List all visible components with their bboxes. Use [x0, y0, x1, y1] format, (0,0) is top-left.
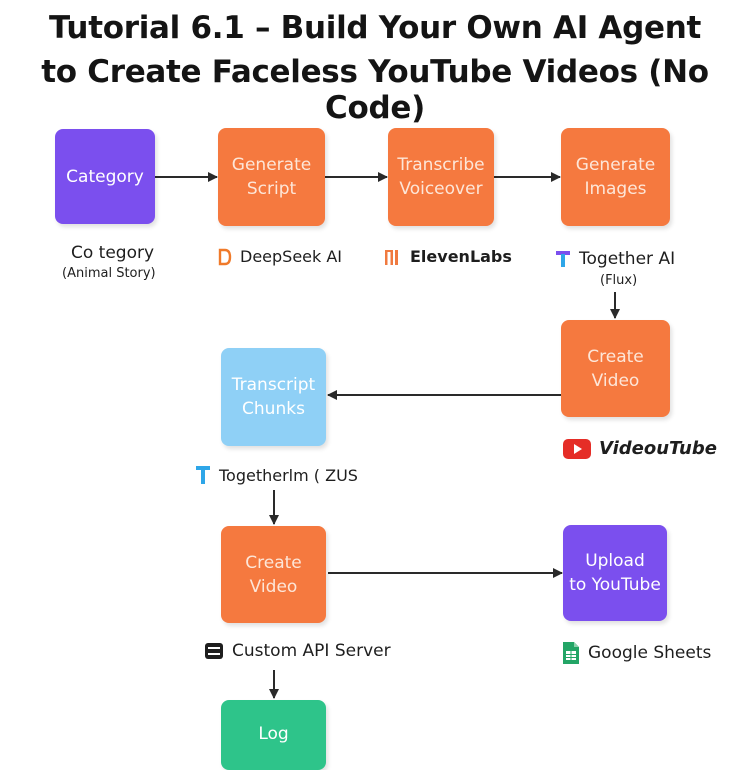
tool-elevenlabs: ElevenLabs [384, 247, 512, 266]
node-transcript-chunks-line1: Transcript [231, 375, 316, 395]
category-subcaption: (Animal Story) [62, 266, 156, 281]
page-subtitle: to Create Faceless YouTube Videos (No Co… [41, 54, 709, 126]
tool-google-sheets: Google Sheets [562, 641, 711, 665]
node-category: Category [55, 129, 155, 224]
node-generate-images-line2: Images [584, 179, 647, 199]
tool-deepseek: DeepSeek AI [218, 247, 342, 266]
tool-deepseek-label: DeepSeek AI [240, 247, 343, 266]
deepseek-logo-icon [218, 248, 232, 266]
node-upload-line2: to YouTube [569, 575, 661, 595]
node-category-label: Category [66, 166, 144, 187]
node-transcript-chunks: Transcript Chunks [221, 348, 326, 446]
tool-together-ai: Together AI [555, 249, 675, 269]
node-log-label: Log [258, 724, 289, 744]
node-transcribe-line2: Voiceover [399, 179, 483, 199]
tool-together-chunks: Togetherlm ( ZUS [195, 465, 358, 485]
category-caption: Co tegory [71, 243, 155, 263]
node-create-video-top-line1: Create [587, 346, 644, 367]
node-create-video-bottom-line2: Video [249, 576, 298, 597]
tool-youtube-label: VideouTube [599, 438, 717, 459]
node-create-video-bottom-line1: Create [245, 552, 302, 573]
tool-custom-api: Custom API Server [204, 641, 391, 661]
google-sheets-icon [562, 641, 580, 665]
server-icon [204, 642, 224, 660]
node-create-video-top-line2: Video [591, 370, 640, 391]
node-generate-script-line2: Script [246, 179, 297, 199]
node-generate-images: Generate Images [561, 128, 670, 226]
node-generate-script-line1: Generate [231, 155, 312, 175]
node-transcript-chunks-line2: Chunks [242, 399, 305, 419]
node-log: Log [221, 700, 326, 770]
node-create-video-top: Create Video [561, 320, 670, 417]
tool-google-sheets-label: Google Sheets [588, 643, 712, 663]
node-create-video-bottom: Create Video [221, 526, 326, 623]
tool-youtube: VideouTube [563, 438, 717, 459]
node-transcribe-voiceover: Transcribe Voiceover [388, 128, 494, 226]
tool-together-ai-label: Together AI [579, 249, 676, 269]
tool-custom-api-label: Custom API Server [232, 641, 391, 661]
node-upload-youtube: Upload to YouTube [563, 525, 667, 621]
elevenlabs-logo-icon [384, 248, 402, 266]
together-ai-logo-icon [195, 465, 211, 485]
node-generate-images-line1: Generate [575, 155, 656, 175]
together-ai-subcaption: (Flux) [600, 273, 638, 288]
node-transcribe-line1: Transcribe [397, 155, 485, 175]
youtube-play-icon [563, 438, 591, 459]
flow-arrows [155, 172, 620, 699]
together-ai-logo-icon [555, 250, 571, 268]
tool-together-chunks-label: Togetherlm ( ZUS [219, 465, 358, 485]
node-upload-line1: Upload [585, 551, 645, 571]
node-generate-script: Generate Script [218, 128, 325, 226]
page-title: Tutorial 6.1 – Build Your Own AI Agent [48, 10, 702, 46]
tool-elevenlabs-label: ElevenLabs [410, 247, 512, 266]
